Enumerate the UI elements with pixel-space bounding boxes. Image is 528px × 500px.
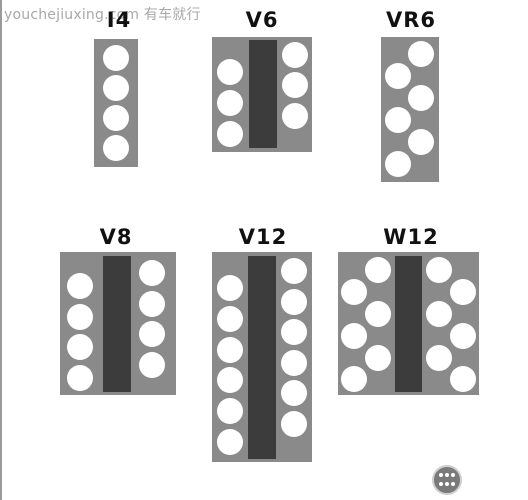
- cylinder: [365, 345, 391, 371]
- left-border: [0, 0, 2, 500]
- block-w12: [338, 252, 479, 395]
- cylinder: [217, 275, 243, 301]
- cylinder: [217, 90, 243, 116]
- cylinder: [365, 301, 391, 327]
- cylinder: [426, 257, 452, 283]
- cylinder: [341, 279, 367, 305]
- cylinder: [426, 345, 452, 371]
- cylinder: [103, 75, 129, 101]
- watermark: youchejiuxing.com 有车就行: [4, 7, 201, 23]
- cylinder: [385, 151, 411, 177]
- cylinder: [426, 301, 452, 327]
- cylinder: [365, 257, 391, 283]
- cylinder: [281, 289, 307, 315]
- block-i4: [94, 39, 138, 167]
- label-v6: V6: [245, 8, 279, 32]
- cylinder: [217, 121, 243, 147]
- block-v6: [212, 37, 312, 152]
- cylinder: [103, 45, 129, 71]
- bank-w12: [395, 256, 422, 392]
- cylinder: [282, 103, 308, 129]
- gear-shift-knob-icon: [432, 465, 462, 495]
- cylinder: [281, 350, 307, 376]
- cylinder: [139, 291, 165, 317]
- label-w12: W12: [383, 225, 439, 249]
- cylinder: [217, 398, 243, 424]
- cylinder: [341, 323, 367, 349]
- cylinder: [217, 429, 243, 455]
- cylinder: [408, 129, 434, 155]
- cylinder: [450, 366, 476, 392]
- cylinder: [450, 279, 476, 305]
- bank-v12: [248, 256, 276, 459]
- cylinder: [217, 59, 243, 85]
- block-v12: [212, 252, 312, 462]
- cylinder: [139, 321, 165, 347]
- label-v8: V8: [99, 225, 133, 249]
- label-i4: I4: [106, 8, 132, 32]
- cylinder: [282, 42, 308, 68]
- cylinder: [281, 319, 307, 345]
- cylinder: [103, 105, 129, 131]
- block-v8: [60, 252, 176, 395]
- cylinder: [217, 306, 243, 332]
- cylinder: [139, 352, 165, 378]
- cylinder: [282, 72, 308, 98]
- cylinder: [67, 304, 93, 330]
- cylinder: [385, 107, 411, 133]
- label-vr6: VR6: [385, 8, 437, 32]
- block-vr6: [381, 37, 439, 182]
- label-v12: V12: [238, 225, 288, 249]
- cylinder: [67, 273, 93, 299]
- cylinder: [408, 41, 434, 67]
- cylinder: [67, 365, 93, 391]
- cylinder: [281, 258, 307, 284]
- cylinder: [281, 380, 307, 406]
- bank-v8: [103, 256, 131, 392]
- cylinder: [281, 411, 307, 437]
- cylinder: [450, 323, 476, 349]
- cylinder: [217, 337, 243, 363]
- cylinder: [103, 135, 129, 161]
- cylinder: [408, 85, 434, 111]
- cylinder: [217, 367, 243, 393]
- cylinder: [67, 334, 93, 360]
- cylinder: [385, 63, 411, 89]
- bank-v6: [249, 40, 277, 148]
- cylinder: [139, 260, 165, 286]
- cylinder: [341, 366, 367, 392]
